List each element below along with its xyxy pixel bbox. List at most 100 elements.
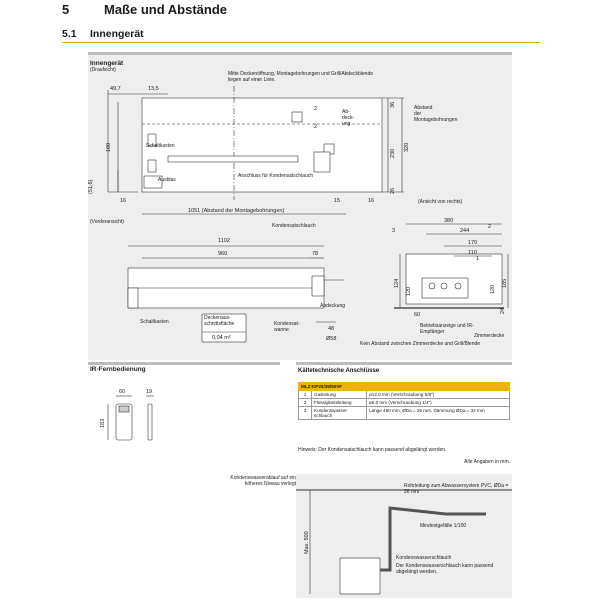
dim-960: 960 (218, 251, 227, 257)
dim-16-a: 16 (120, 198, 126, 204)
subsection-heading: 5.1 Innengerät (62, 28, 144, 40)
dim-78: 78 (312, 251, 318, 257)
dim-244: 244 (460, 228, 469, 234)
label-kondensatschlauch: Kondensatschlauch (272, 223, 316, 229)
view-right-label: (Ansicht von rechts) (418, 199, 463, 205)
dim-1102: 1102 (218, 238, 230, 244)
dim-230: 230 (390, 149, 396, 158)
ablauf-panel: Max. 500 Rohrleitung zum Abwassersystem … (296, 474, 512, 598)
fernbedienung-title: IR-Fernbedienung (90, 366, 146, 373)
connection-2 (440, 282, 448, 290)
kaelte-section: Kältetechnische Anschlüsse MLZ-KP25/35/5… (296, 362, 512, 472)
dim-13-5: 13,5 (148, 86, 159, 92)
querschnitt-box (201, 313, 247, 343)
label-abstand: Abstand der Montagebohrungen (414, 105, 458, 123)
indoor-unit (339, 557, 381, 595)
querschnitt-value: 0,04 m² (212, 335, 231, 341)
dim-16-b: 16 (368, 198, 374, 204)
label-querschnitt: Deckenaus-schnittsfläche (204, 315, 235, 327)
dim-185: 185 (502, 279, 508, 288)
subsection-number: 5.1 (62, 28, 77, 40)
dim-60: 60 (414, 312, 420, 318)
front-left-cap (127, 287, 139, 309)
kaelte-model: MLZ-KP25/35/50VF (298, 382, 510, 391)
kaelte-table: MLZ-KP25/35/50VF 1 Gasleitung ø12,0 mm (… (298, 382, 510, 420)
marker-2-top: 2 (488, 224, 491, 230)
label-anschluss: Anschluss für Kondensatschlauch (238, 173, 314, 179)
row-num: 3 (298, 406, 312, 420)
remote-display (118, 405, 130, 413)
dim-2-b: 2 (314, 124, 317, 130)
row-label: Kondenswasser-schlauch (311, 406, 367, 420)
side-view-panel (421, 277, 469, 299)
mount-hole-left-top (147, 133, 157, 147)
row-num: 2 (298, 398, 312, 407)
label-betriebsanzeige: Betriebsanzeige und IR-Empfänger (420, 323, 474, 335)
view-top-label: (Draufsicht) (90, 67, 116, 73)
kaelte-hint: Hinweis: Der Kondensatschlauch kann pass… (298, 447, 447, 453)
table-row: 2 Flüssigkeitsleitung ø6,0 mm (Verschrau… (298, 398, 510, 407)
label-abdeckung-top: Ab-deck-ung (342, 109, 355, 127)
label-abdeckung-front: Abdeckung (320, 303, 346, 309)
panel-top-bar (88, 52, 512, 55)
label-kein-abstand: Kein Abstand zwischen Zimmerdecke und Gr… (360, 341, 481, 347)
row-label: Gasleitung (311, 390, 367, 399)
dim-120-b: 120 (490, 285, 496, 294)
drain-pipe (380, 506, 486, 572)
fernbedienung-drawing: 60 19 183 (100, 389, 154, 441)
connection-1 (428, 282, 436, 290)
dim-58: Ø58 (326, 336, 336, 342)
outlet-slot (167, 155, 299, 163)
kaelte-units: Alle Angaben in mm. (464, 459, 510, 465)
dim-320: 320 (404, 143, 410, 152)
label-ablaengen: Der Kondenswasserschlauch kann passend a… (396, 563, 494, 575)
fernbedienung-section: IR-Fernbedienung 60 19 183 (88, 362, 280, 462)
bottom-dim-label: 1051 (Abstand der Montagebohrungen) (188, 208, 284, 214)
dim-170: 170 (468, 240, 477, 246)
row-num: 1 (298, 390, 312, 399)
label-schaltkasten-top: Schaltkasten (146, 143, 175, 149)
dim-24: 24 (500, 308, 506, 314)
label-rohrleitung: Rohrleitung zum Abwassersystem PVC, ØDa … (404, 483, 509, 495)
section-number: 5 (62, 2, 70, 17)
table-row: 1 Gasleitung ø12,0 mm (Verschraubung 5/8… (298, 390, 510, 399)
section-heading: 5 Maße und Abstände (62, 2, 227, 17)
dim-49-7: 49,7 (110, 86, 121, 92)
connection-3 (454, 282, 462, 290)
row-value: ø6,0 mm (Verschraubung 1/4") (366, 398, 510, 407)
heading-rule (62, 42, 540, 43)
top-view-body (141, 97, 383, 193)
label-kondenswasserschlauch: Kondenswasserschlauch (396, 555, 452, 561)
label-ausblas: Ausblas (158, 177, 176, 183)
kaelte-bar (296, 362, 512, 365)
row-label: Flüssigkeitsleitung (311, 398, 367, 407)
section-title: Maße und Abstände (104, 2, 228, 17)
innengeraet-drawing: 49,7 13,5 180 (51,6) 16 15 16 2 2 36 230… (88, 86, 509, 343)
remote-front (115, 403, 133, 441)
label-schaltkasten-front: Schaltkasten (140, 319, 169, 325)
mount-hole-right-top (291, 111, 303, 123)
innengeraet-panel: Innengerät (Draufsicht) (88, 52, 512, 360)
dim-19-remote: 19 (146, 389, 152, 395)
dim-380: 380 (444, 218, 453, 224)
panel-title: Innengerät (90, 60, 124, 67)
center-note: Mitte Deckenöffnung, Montagebohrungen un… (228, 71, 374, 83)
front-right-box (311, 275, 325, 297)
dim-26: 26 (390, 188, 396, 194)
kaelte-table-header: MLZ-KP25/35/50VF (298, 382, 510, 391)
dim-48: 48 (328, 326, 334, 332)
dim-max-500: Max. 500 (304, 531, 310, 554)
row-value: Länge 480 mm, ØDa = 25 mm, Dämmung ØDa =… (366, 406, 510, 420)
dim-124: 124 (394, 279, 400, 288)
table-row: 3 Kondenswasser-schlauch Länge 480 mm, Ø… (298, 406, 510, 420)
dim-2-a: 2 (314, 106, 317, 112)
kaelte-title: Kältetechnische Anschlüsse (298, 368, 380, 374)
view-front-label: (Vorderansicht) (90, 219, 124, 225)
subsection-title: Innengerät (90, 28, 144, 40)
ablauf-drawing: Max. 500 (296, 489, 512, 595)
dim-120-a: 120 (406, 287, 412, 296)
label-gefaelle: Mindestgefälle 1/100 (420, 523, 467, 529)
label-zimmerdecke: Zimmerdecke (474, 333, 505, 339)
dim-180: 180 (106, 143, 112, 152)
dim-15: 15 (334, 198, 340, 204)
